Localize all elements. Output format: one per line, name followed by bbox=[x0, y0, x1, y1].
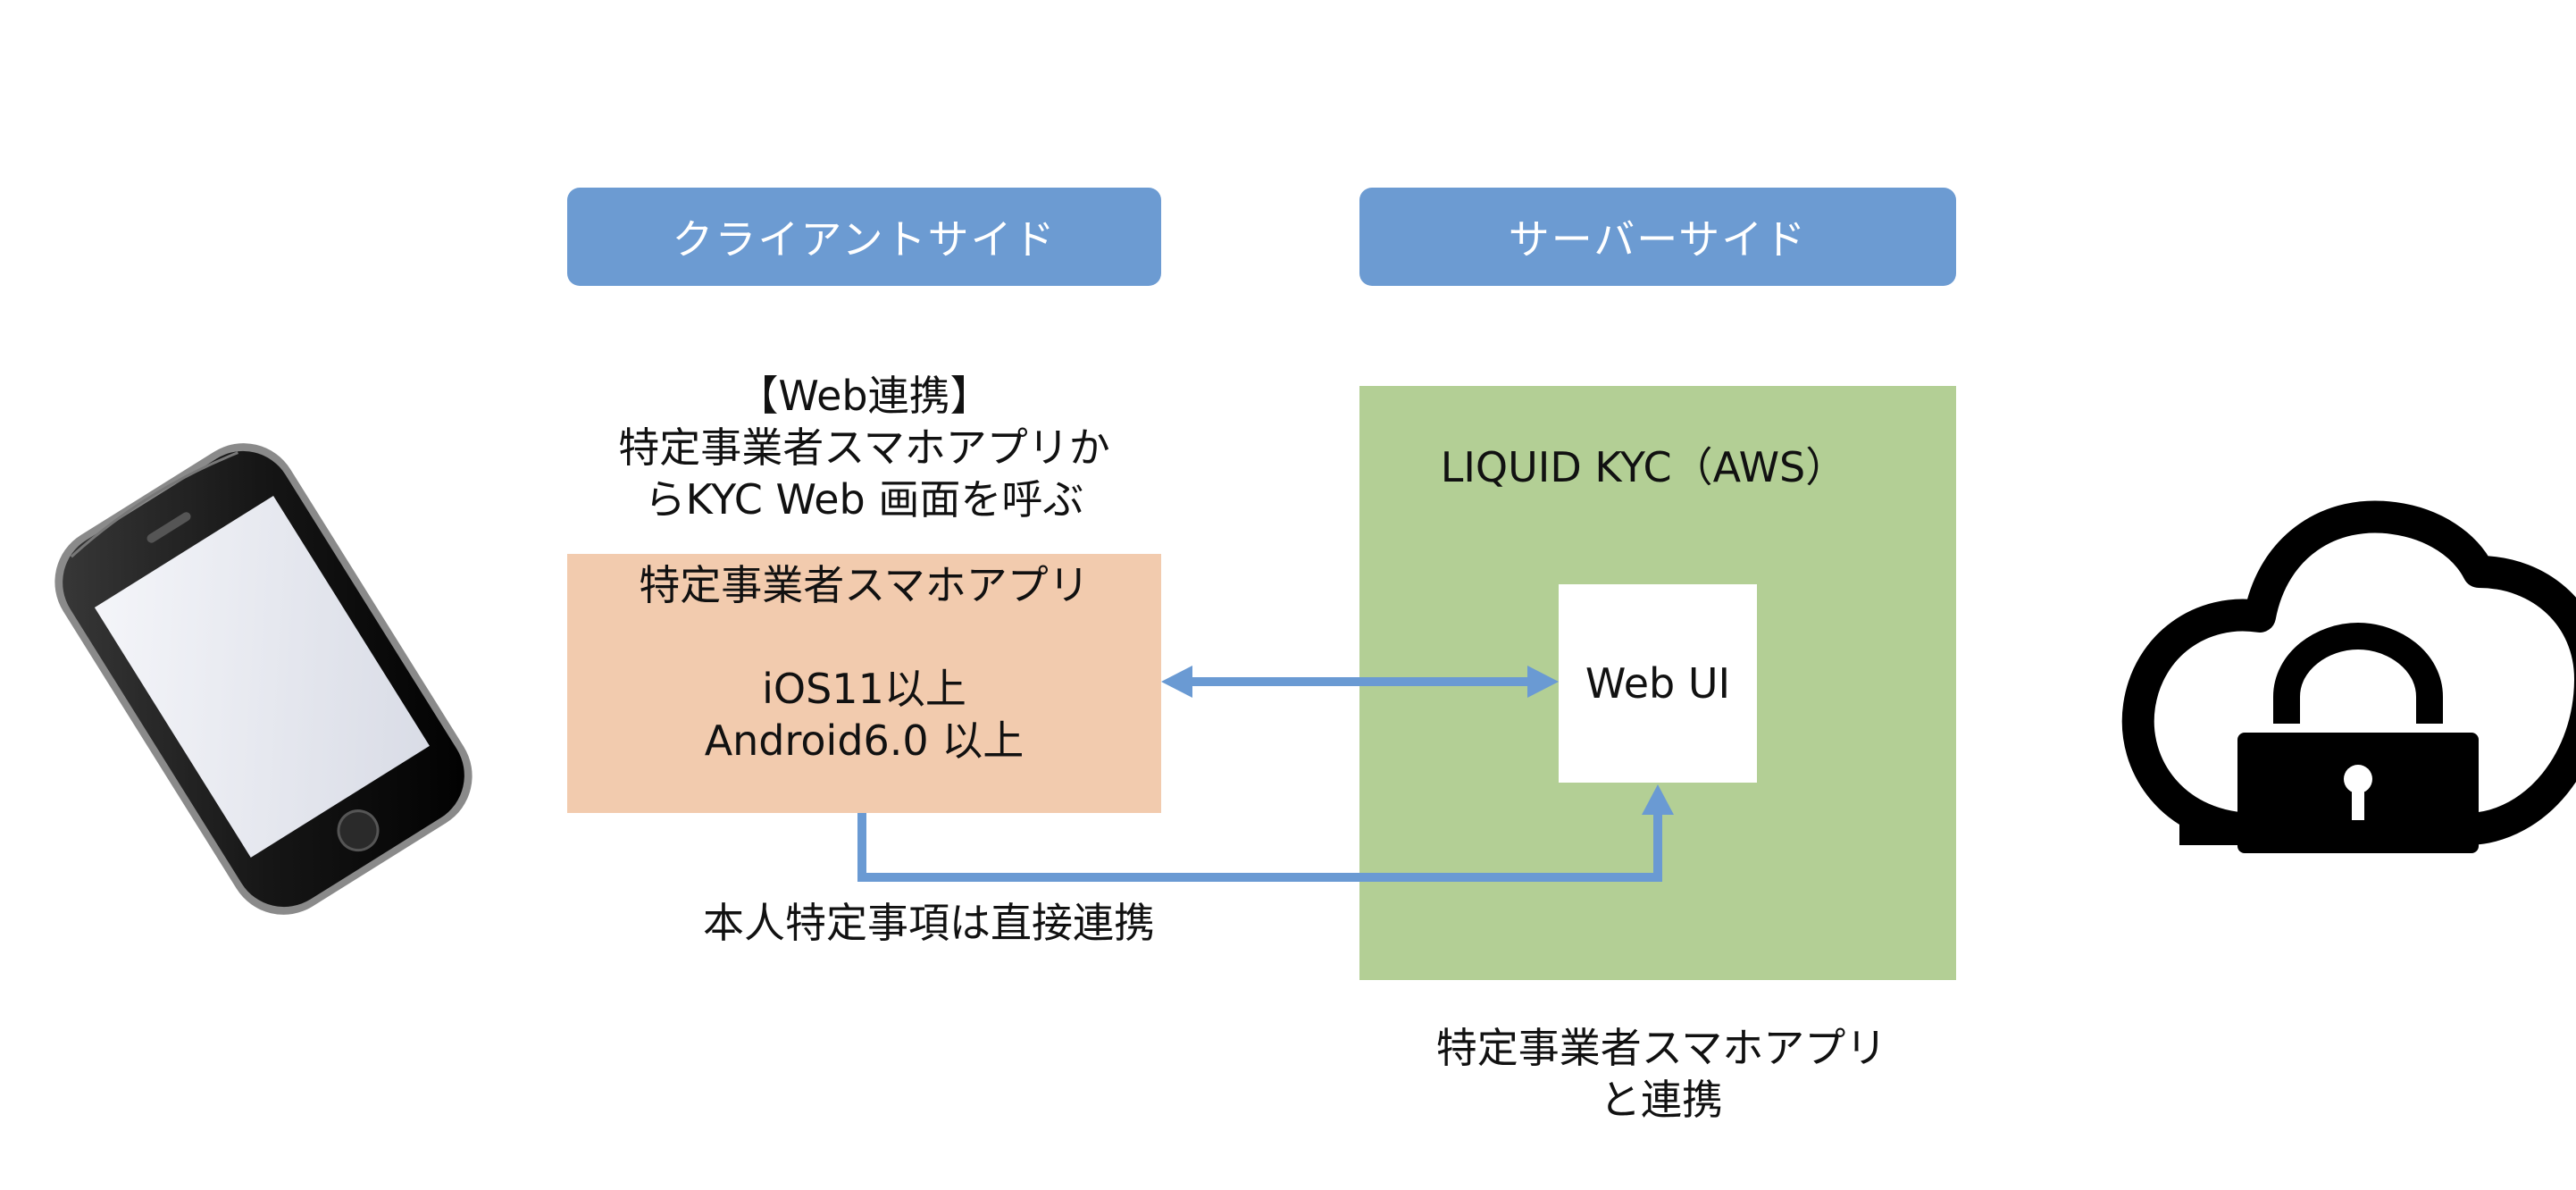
client-side-header-label: クライアントサイド bbox=[672, 215, 1057, 264]
server-side-header: サーバーサイド bbox=[1359, 188, 1956, 286]
android-requirement: Android6.0 以上 bbox=[704, 717, 1025, 765]
ios-requirement: iOS11以上 bbox=[762, 665, 966, 713]
server-note-line-2: と連携 bbox=[1600, 1076, 1723, 1124]
smartphone-icon bbox=[54, 443, 473, 915]
web-ui-label: Web UI bbox=[1585, 659, 1731, 708]
business-app-name: 特定事業者スマホアプリ bbox=[639, 561, 1090, 609]
web-link-line-1: 特定事業者スマホアプリか bbox=[618, 423, 1110, 472]
cloud-lock-icon bbox=[2121, 500, 2576, 853]
client-side-header: クライアントサイド bbox=[567, 188, 1161, 286]
web-link-caption: 【Web連携】 特定事業者スマホアプリか らKYC Web 画面を呼ぶ bbox=[536, 370, 1192, 525]
web-ui-box: Web UI bbox=[1559, 584, 1757, 783]
bidirectional-arrow bbox=[1161, 666, 1559, 698]
server-side-header-label: サーバーサイド bbox=[1508, 215, 1808, 264]
web-link-title: 【Web連携】 bbox=[737, 372, 991, 420]
web-link-line-2: らKYC Web 画面を呼ぶ bbox=[644, 475, 1084, 524]
direct-link-arrow bbox=[857, 784, 1674, 882]
business-app-box: 特定事業者スマホアプリ iOS11以上 Android6.0 以上 bbox=[567, 554, 1161, 813]
liquid-kyc-label: LIQUID KYC（AWS） bbox=[1440, 443, 1847, 491]
server-note-line-1: 特定事業者スマホアプリ bbox=[1435, 1024, 1887, 1072]
server-note: 特定事業者スマホアプリ と連携 bbox=[1393, 1022, 1929, 1126]
direct-link-caption: 本人特定事項は直接連携 bbox=[703, 899, 1155, 947]
